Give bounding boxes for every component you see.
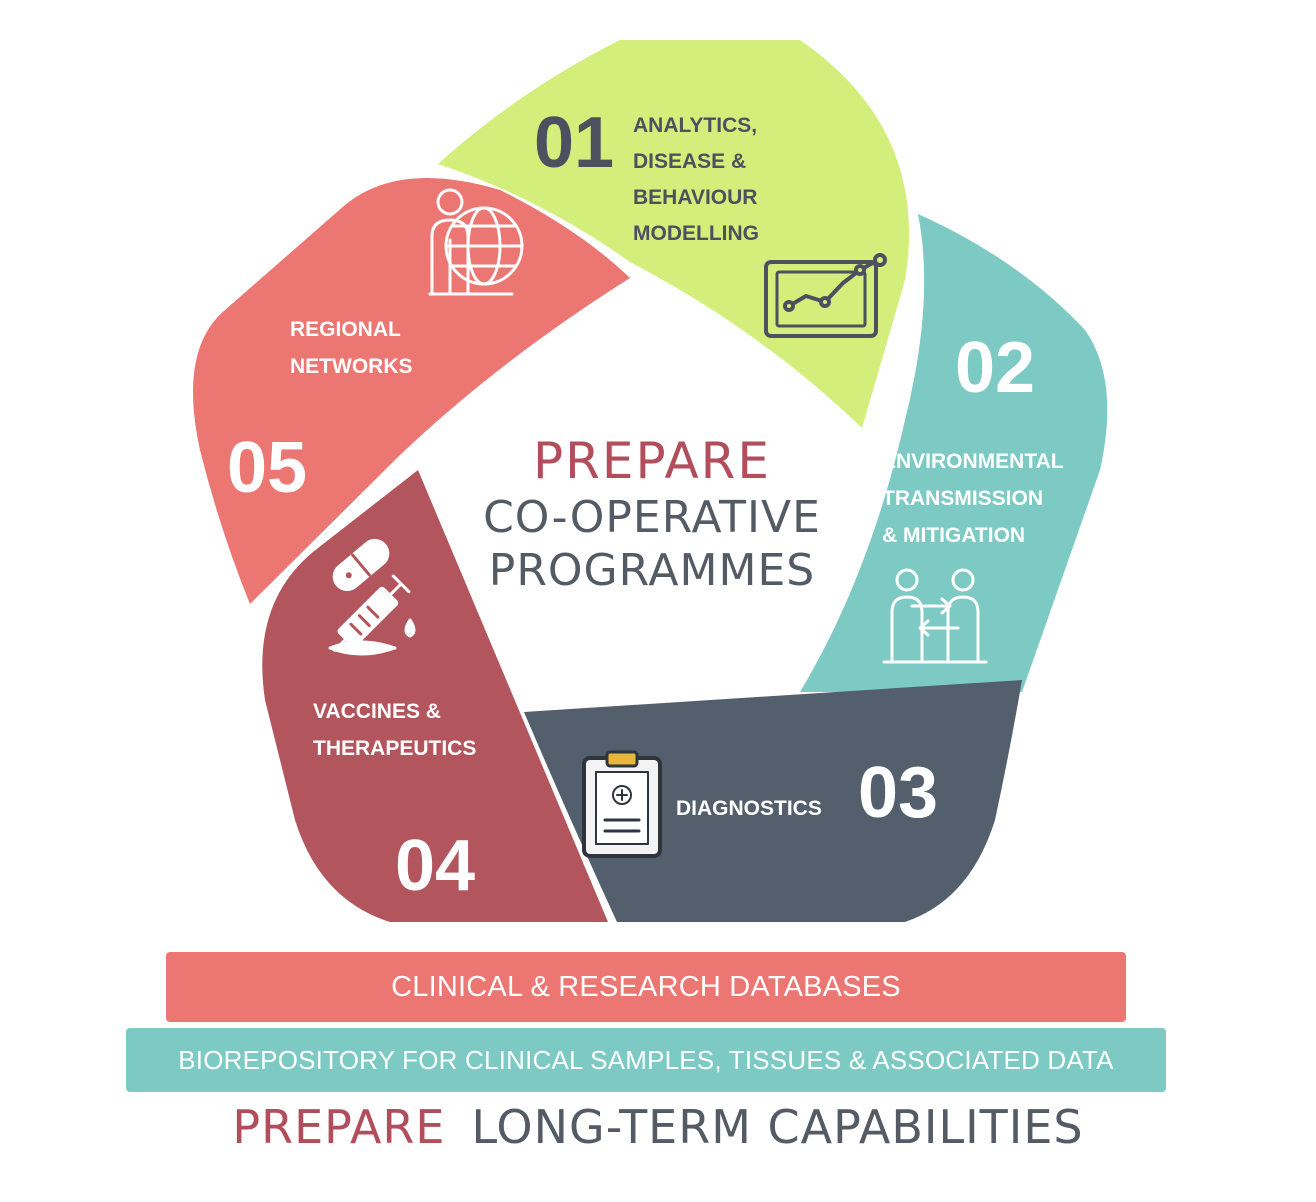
chart-monitor-icon (764, 253, 887, 338)
people-exchange-icon (882, 568, 988, 664)
biorepository-bar: BIOREPOSITORY FOR CLINICAL SAMPLES, TISS… (126, 1028, 1166, 1092)
footer-brand: PREPARE (232, 1100, 446, 1154)
pill-syringe-icon (328, 538, 416, 656)
segment-03-label: DIAGNOSTICS (676, 797, 822, 820)
segment-02-number: 02 (955, 328, 1035, 408)
segment-04-number: 04 (395, 826, 475, 906)
person-globe-icon (428, 188, 524, 296)
segment-01-label: ANALYTICS, DISEASE & BEHAVIOUR MODELLING (633, 114, 763, 245)
segment-01[interactable]: 01 ANALYTICS, DISEASE & BEHAVIOUR MODELL… (438, 40, 910, 428)
segment-02-label: ENVIRONMENTAL TRANSMISSION & MITIGATION (882, 450, 1069, 547)
center-line-1: CO-OPERATIVE (483, 492, 821, 543)
databases-bar-label: CLINICAL & RESEARCH DATABASES (391, 970, 901, 1003)
segment-03[interactable]: 03 DIAGNOSTICS (524, 680, 1022, 922)
footer-title: PREPARE LONG-TERM CAPABILITIES (0, 1100, 1316, 1164)
center-line-2: PROGRAMMES (489, 545, 815, 596)
segment-05-band (192, 178, 630, 604)
segment-04-label: VACCINES & THERAPEUTICS (313, 700, 476, 760)
segment-05[interactable]: 05 REGIONAL NETWORKS (192, 178, 630, 604)
segment-05-number: 05 (227, 428, 307, 508)
biorepository-bar-label: BIOREPOSITORY FOR CLINICAL SAMPLES, TISS… (178, 1044, 1114, 1075)
segment-03-number: 03 (858, 753, 938, 833)
clipboard-icon (582, 750, 662, 858)
databases-bar: CLINICAL & RESEARCH DATABASES (166, 952, 1126, 1022)
center-brand: PREPARE (533, 432, 771, 490)
segment-01-number: 01 (534, 103, 614, 183)
segment-04[interactable]: 04 VACCINES & THERAPEUTICS (262, 470, 608, 922)
segment-03-band (524, 680, 1022, 922)
segment-02-band (800, 214, 1108, 692)
footer-caption: LONG-TERM CAPABILITIES (471, 1100, 1084, 1154)
segment-05-label: REGIONAL NETWORKS (290, 318, 413, 378)
segment-02[interactable]: 02 ENVIRONMENTAL TRANSMISSION & MITIGATI… (800, 214, 1108, 692)
center-title: PREPARE CO-OPERATIVE PROGRAMMES (483, 432, 821, 596)
segment-01-band (438, 40, 910, 428)
